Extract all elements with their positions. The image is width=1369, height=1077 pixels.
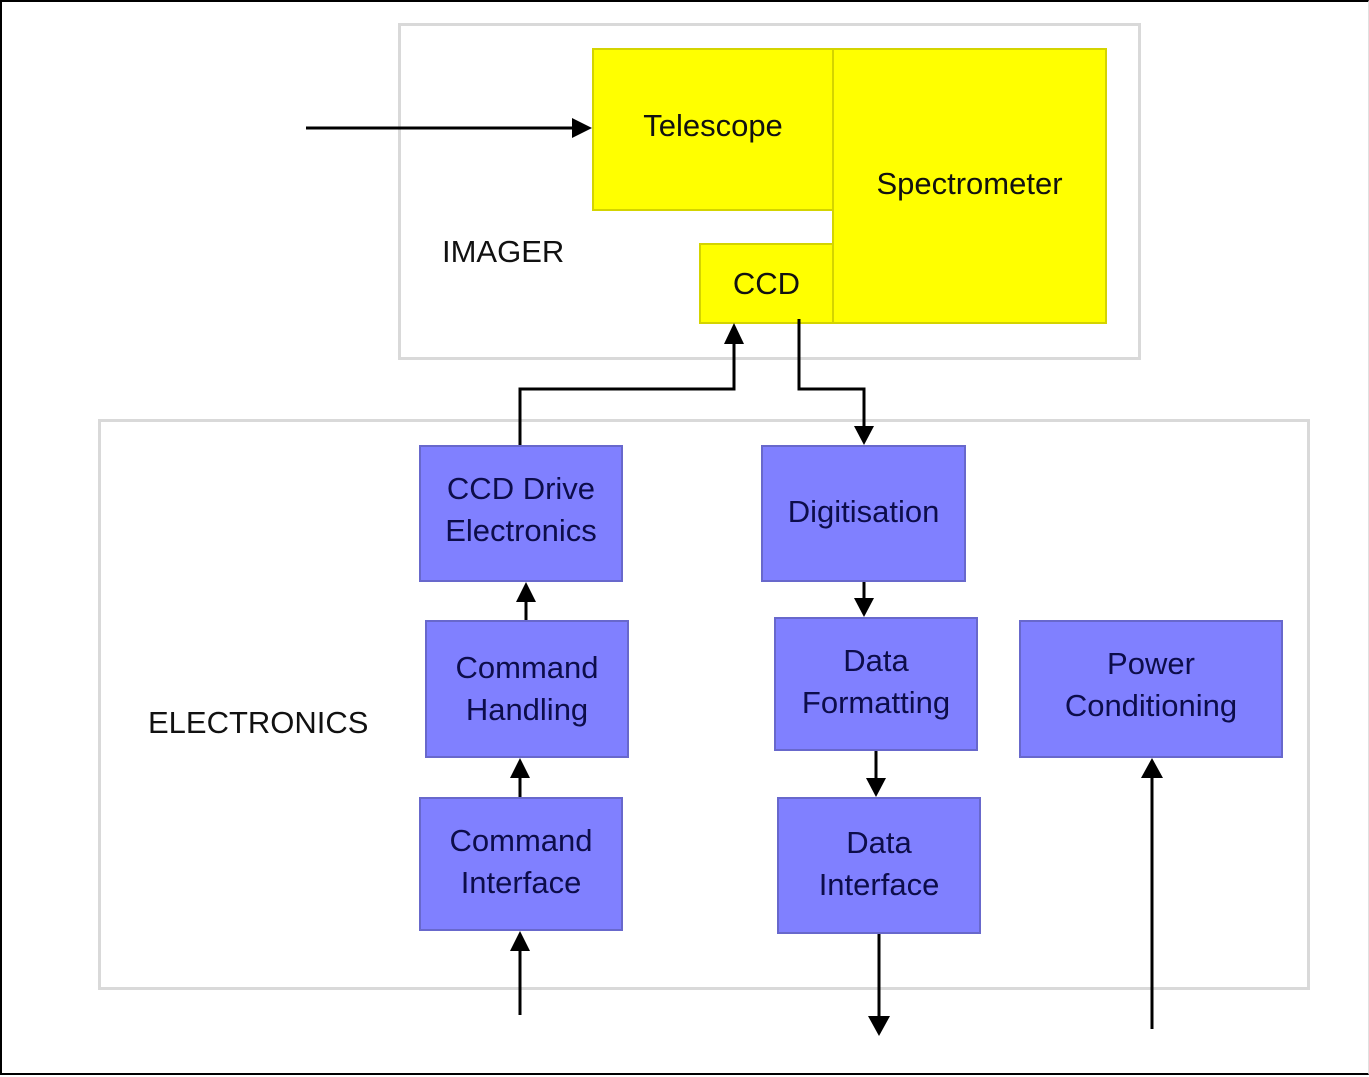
connector-ccd-drive-to-ccd	[518, 337, 736, 445]
electronics-label: ELECTRONICS	[148, 705, 369, 740]
arrowhead-ccd	[724, 323, 744, 344]
arrowhead-command-interface	[510, 931, 530, 951]
command-interface-block: Command Interface	[419, 797, 623, 931]
imager-label: IMAGER	[442, 234, 565, 269]
electronics-frame	[98, 419, 1310, 990]
ccd-block: CCD	[699, 243, 834, 324]
arrowhead-digitisation	[854, 426, 874, 445]
arrowhead-command-handling	[510, 758, 530, 778]
arrowhead-power-conditioning	[1141, 758, 1163, 778]
data-interface-block: Data Interface	[777, 797, 981, 934]
power-conditioning-block: Power Conditioning	[1019, 620, 1283, 758]
spectrometer-block: Spectrometer	[832, 48, 1107, 324]
arrowhead-telescope	[572, 118, 592, 138]
arrowhead-data-interface	[866, 778, 886, 797]
digitisation-block: Digitisation	[761, 445, 966, 582]
arrowhead-ccd-drive	[516, 582, 536, 602]
data-formatting-block: Data Formatting	[774, 617, 978, 751]
imager-frame	[398, 23, 1141, 360]
telescope-block: Telescope	[592, 48, 834, 211]
arrowhead-data-output	[868, 1016, 890, 1036]
ccd-drive-electronics-block: CCD Drive Electronics	[419, 445, 623, 582]
command-handling-block: Command Handling	[425, 620, 629, 758]
arrowhead-data-formatting	[854, 598, 874, 617]
connector-ccd-to-digitisation	[797, 319, 866, 430]
